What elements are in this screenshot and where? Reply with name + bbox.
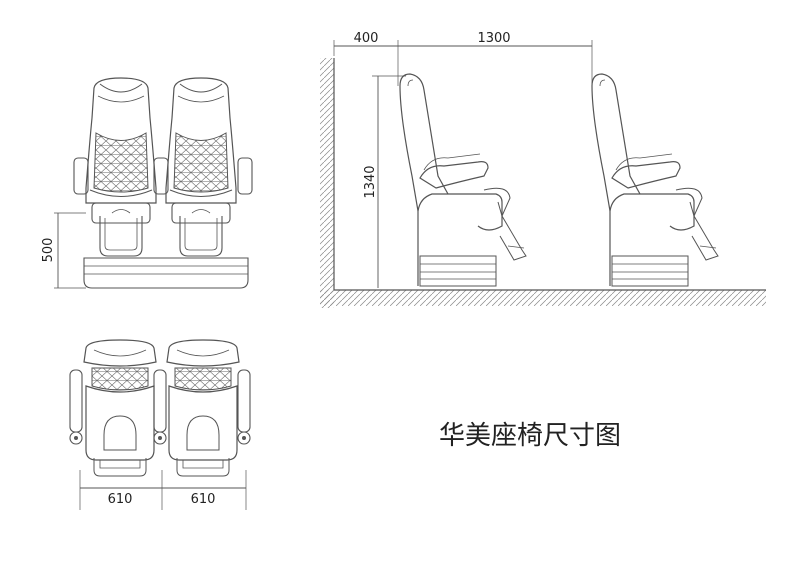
dim-wall-gap: 400 xyxy=(354,31,379,46)
dim-row-pitch: 1300 xyxy=(477,31,510,46)
drawing-title: 华美座椅尺寸图 xyxy=(439,421,621,451)
top-view: 610 610 xyxy=(69,339,251,510)
side-view: 400 1300 1340 xyxy=(320,31,766,308)
dim-front-height: 500 xyxy=(41,238,56,263)
dim-seat-width-left: 610 xyxy=(108,492,133,507)
dim-seat-height: 1340 xyxy=(363,165,378,198)
dim-seat-width-right: 610 xyxy=(191,492,216,507)
front-view: 500 xyxy=(41,77,253,289)
